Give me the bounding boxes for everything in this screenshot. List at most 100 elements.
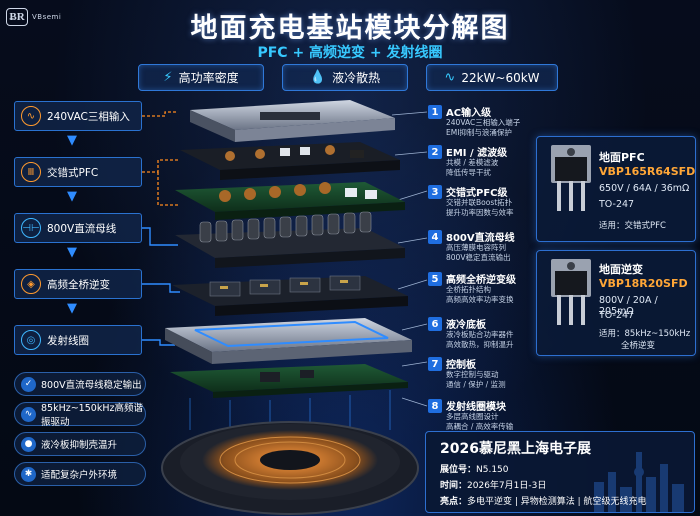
card-usage: 适用：交错式PFC xyxy=(599,221,666,231)
highlight-value: 多电平逆变 | 异物检测算法 | 航空级无线充电 xyxy=(467,497,647,507)
arrow-down-icon: ▼ xyxy=(67,245,77,260)
logo-mark-icon: ɃR xyxy=(6,8,28,26)
arrow-down-icon: ▼ xyxy=(67,189,77,204)
capacitor-icon: ⊣⊢ xyxy=(21,218,41,238)
desc-line: 高频高效率功率变换 xyxy=(446,295,514,304)
page-title: 地面充电基站模块分解图 xyxy=(190,13,510,44)
layer-desc: 交错并联Boost拓扑提升功率因数与效率 xyxy=(446,198,514,218)
card-package: TO-247 xyxy=(599,199,635,210)
card-usage-line2: 全桥逆变 xyxy=(621,341,656,351)
lightning-icon: ⚡ xyxy=(163,70,173,85)
desc-line: 提升功率因数与效率 xyxy=(446,208,514,217)
desc-line: 共模 / 差模滤波 xyxy=(446,158,499,167)
feature-label: 液冷散热 xyxy=(332,71,381,85)
card-package: TO-247 xyxy=(599,310,635,321)
layer-desc: 共模 / 差模滤波降低传导干扰 xyxy=(446,158,498,178)
card-usage: 适用：85kHz~150kHz xyxy=(599,329,691,339)
side-feature-dc-stable: ✓ 800V直流母线稳定输出 xyxy=(14,372,146,396)
layer-number-badge: 1 xyxy=(428,105,442,119)
desc-line: EMI抑制与浪涌保护 xyxy=(446,128,512,137)
layer-number-badge: 8 xyxy=(428,399,442,413)
card-part-number: VBP18R20SFD xyxy=(599,277,688,290)
desc-line: 数字控制与驱动 xyxy=(446,370,499,379)
layer-title: 控制板 xyxy=(446,360,476,371)
layer-title: AC输入级 xyxy=(446,108,492,119)
settings-icon: ✱ xyxy=(21,466,36,482)
flow-step-dc-bus: ⊣⊢ 800V直流母线 xyxy=(14,213,142,243)
inverter-icon: ◈ xyxy=(21,274,41,294)
to247-chip-icon xyxy=(551,259,591,325)
layer-emi xyxy=(180,142,400,180)
highlight-label: 亮点： xyxy=(440,497,468,507)
side-feature-label: 85kHz~150kHz高频谐振驱动 xyxy=(41,403,143,428)
desc-line: 全桥拓扑结构 xyxy=(446,285,491,294)
card-spec: 800V / 20A / 205mΩ xyxy=(599,295,658,317)
to247-chip-icon xyxy=(551,145,591,211)
layer-title: 交错式PFC级 xyxy=(446,188,508,199)
arrow-down-icon: ▼ xyxy=(67,301,77,316)
flow-step-coil: ◎ 发射线圈 xyxy=(14,325,142,355)
city-skyline-icon xyxy=(594,452,684,512)
expo-title: 2026慕尼黑上海电子展 xyxy=(440,441,591,457)
side-feature-cooling: ● 液冷板抑制壳温升 xyxy=(14,432,146,456)
flow-label: 高频全桥逆变 xyxy=(47,278,110,291)
flow-label: 交错式PFC xyxy=(47,166,99,179)
pillars-icon: Ⅲ xyxy=(21,162,41,182)
layer-number-badge: 6 xyxy=(428,317,442,331)
side-feature-label: 液冷板抑制壳温升 xyxy=(41,440,118,451)
flow-label: 240VAC三相输入 xyxy=(47,110,130,123)
card-inverter-mosfet: 地面逆变 VBP18R20SFD 800V / 20A / 205mΩ TO-2… xyxy=(536,250,696,356)
ac-wave-icon: ∿ xyxy=(21,106,41,126)
side-feature-resonant: ∿ 85kHz~150kHz高频谐振驱动 xyxy=(14,402,146,428)
desc-line: 降低传导干扰 xyxy=(446,168,491,177)
desc-line: 高耦合 / 高效率传输 xyxy=(446,422,514,431)
booth-label: 展位号： xyxy=(440,465,477,475)
desc-line: 多层高线圈设计 xyxy=(446,412,499,421)
layer-number-badge: 4 xyxy=(428,230,442,244)
wave-icon: ∿ xyxy=(21,406,36,422)
card-heading: 地面PFC xyxy=(599,151,645,164)
layer-title: 液冷底板 xyxy=(446,320,486,331)
layer-desc: 数字控制与驱动通信 / 保护 / 监测 xyxy=(446,370,506,390)
layer-number-badge: 2 xyxy=(428,145,442,159)
drop-icon: ● xyxy=(21,436,36,452)
waveform-icon: ∿ xyxy=(444,70,456,85)
side-feature-label: 800V直流母线稳定输出 xyxy=(41,380,142,391)
layer-desc: 多层高线圈设计高耦合 / 高效率传输 xyxy=(446,412,513,432)
side-feature-label: 适配复杂户外环境 xyxy=(41,470,118,481)
layer-number-badge: 3 xyxy=(428,185,442,199)
card-pfc-mosfet: 地面PFC VBP165R64SFD 650V / 64A / 36mΩ TO-… xyxy=(536,136,696,242)
card-heading: 地面逆变 xyxy=(599,263,643,276)
brand-logo: ɃR VBsemi xyxy=(6,8,61,26)
desc-line: 通信 / 保护 / 监测 xyxy=(446,380,506,389)
layer-ac-input xyxy=(190,100,395,142)
page-subtitle: PFC + 高频逆变 + 发射线圈 xyxy=(257,45,443,61)
layer-title: 发射线圈模块 xyxy=(446,402,506,413)
layer-desc: 全桥拓扑结构高频高效率功率变换 xyxy=(446,285,514,305)
expo-time: 时间：2026年7月1日-3日 xyxy=(440,478,546,491)
exploded-module-stack xyxy=(161,100,419,515)
flow-step-ac-input: ∿ 240VAC三相输入 xyxy=(14,101,142,131)
logo-text: VBsemi xyxy=(32,13,62,21)
layer-title: 高频全桥逆变级 xyxy=(446,275,516,286)
arrow-down-icon: ▼ xyxy=(67,133,77,148)
desc-line: 240VAC三相输入端子 xyxy=(446,118,521,127)
layer-title: EMI / 滤波级 xyxy=(446,148,508,159)
desc-line: 液冷板贴合功率器件 xyxy=(446,330,514,339)
booth-value: N5.150 xyxy=(476,465,509,475)
flow-step-inverter: ◈ 高频全桥逆变 xyxy=(14,269,142,299)
side-feature-outdoor: ✱ 适配复杂户外环境 xyxy=(14,462,146,486)
layer-title: 800V直流母线 xyxy=(446,233,515,244)
feature-power-density: ⚡ 高功率密度 xyxy=(138,64,264,91)
layer-dc-bus xyxy=(175,211,405,268)
shield-check-icon: ✓ xyxy=(21,376,36,392)
feature-liquid-cooling: 💧 液冷散热 xyxy=(282,64,408,91)
flow-label: 800V直流母线 xyxy=(47,222,117,235)
feature-label: 高功率密度 xyxy=(178,71,239,85)
desc-line: 高效散热，抑制温升 xyxy=(446,340,514,349)
coil-icon: ◎ xyxy=(21,330,41,350)
water-drop-icon: 💧 xyxy=(309,70,327,85)
